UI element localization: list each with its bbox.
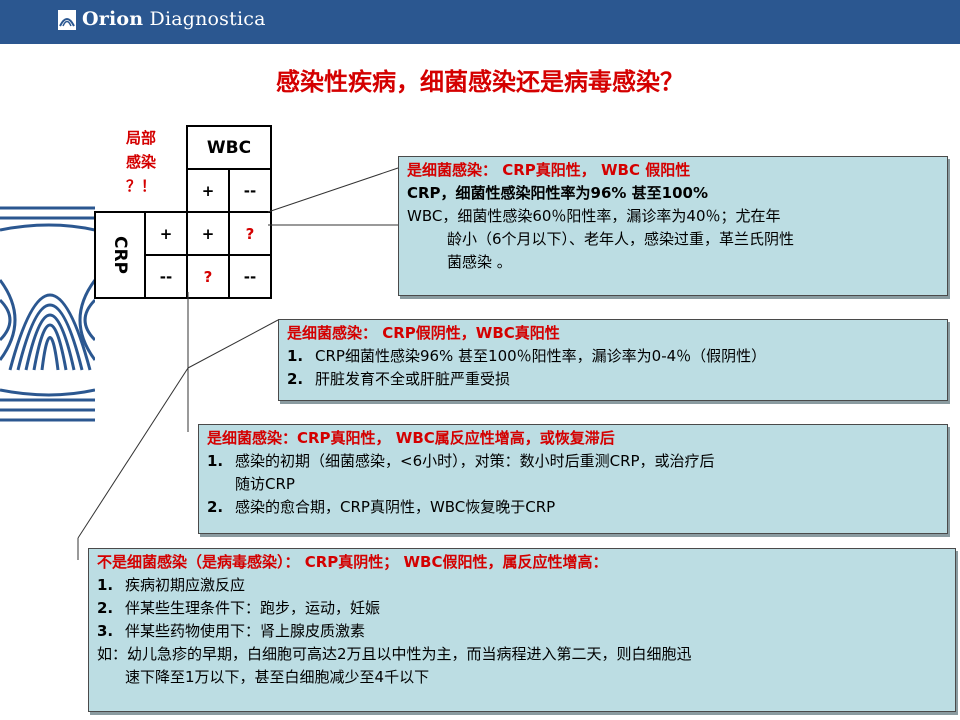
crp-header: CRP xyxy=(94,211,146,299)
crp-wbc-matrix: WBC + -- CRP + + ? -- ? -- xyxy=(94,125,272,299)
brand-name: Orion Diagnostica xyxy=(82,8,266,30)
list-item: 2.伴某些生理条件下：跑步，运动，妊娠 xyxy=(97,599,381,617)
orion-logo-icon xyxy=(58,10,76,30)
crp-minus: -- xyxy=(144,254,188,299)
page-title: 感染性疾病，细菌感染还是病毒感染？ xyxy=(276,68,684,96)
list-item: 1.疾病初期应激反应 xyxy=(97,576,246,594)
list-item: 2.感染的愈合期，CRP真阴性，WBC恢复晚于CRP xyxy=(207,498,556,516)
wbc-minus: -- xyxy=(228,168,272,213)
header-bar: Orion Diagnostica xyxy=(0,0,960,44)
wbc-plus: + xyxy=(186,168,230,213)
bacterial-crp-true-positive-box: 是细菌感染： CRP真阳性， WBC 假阳性 CRP，细菌性感染阳性率为96% … xyxy=(398,156,948,296)
bacterial-wbc-reactive-box: 是细菌感染：CRP真阳性， WBC属反应性增高，或恢复滞后 1.感染的初期（细菌… xyxy=(198,424,948,534)
crp-plus: + xyxy=(144,211,188,256)
list-item: 1.CRP细菌性感染96% 甚至100％阳性率，漏诊率为0-4％（假阴性） xyxy=(287,347,767,365)
cell-plus-plus: + xyxy=(186,211,230,256)
cell-minus-minus: -- xyxy=(228,254,272,299)
bacterial-crp-false-negative-box: 是细菌感染： CRP假阴性，WBC真阳性 1.CRP细菌性感染96% 甚至100… xyxy=(278,319,948,401)
list-item: 1.感染的初期（细菌感染，<6小时），对策：数小时后重测CRP，或治疗后 xyxy=(207,452,715,470)
list-item: 2.肝脏发育不全或肝脏严重受损 xyxy=(287,370,511,388)
viral-infection-box: 不是细菌感染（是病毒感染）： CRP真阴性； WBC假阳性，属反应性增高： 1.… xyxy=(88,548,956,712)
cell-minus-plus: ? xyxy=(186,254,230,299)
local-infection-label: 局部 感染 ？！ xyxy=(125,129,156,195)
wave-decoration-icon xyxy=(0,206,95,422)
cell-plus-minus: ? xyxy=(228,211,272,256)
list-item: 3.伴某些药物使用下：肾上腺皮质激素 xyxy=(97,622,366,640)
wbc-header: WBC xyxy=(186,125,272,170)
